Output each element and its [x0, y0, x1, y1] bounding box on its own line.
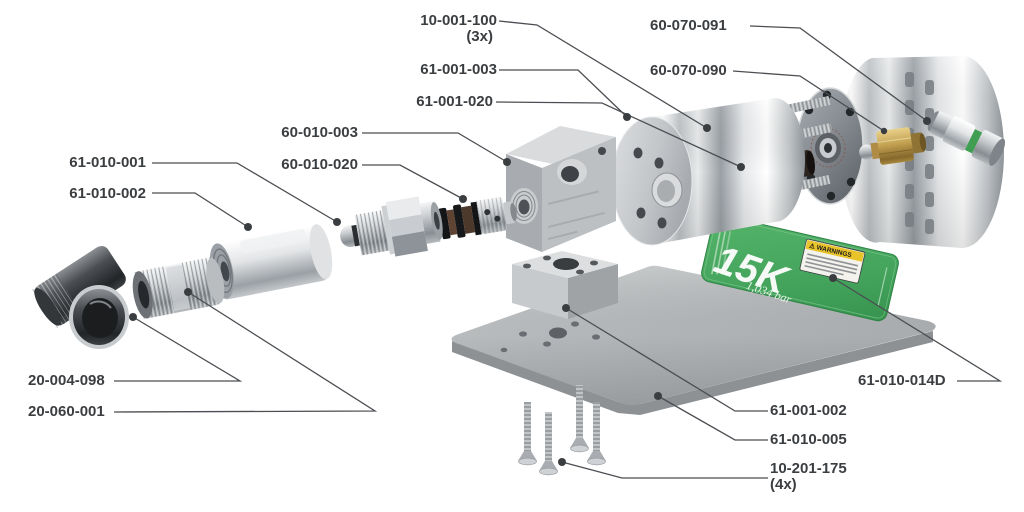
- coupler-sleeve: [209, 224, 333, 300]
- cartridge-valve: [438, 196, 517, 240]
- part-label-61-010-002: 61-010-002: [36, 186, 146, 202]
- relief-valve-fitting: [340, 196, 443, 257]
- part-label-61-010-014D: 61-010-014D: [858, 373, 946, 389]
- part-label-10-201-175: 10-201-175 (4x): [770, 461, 847, 493]
- leader-lines: [113, 20, 1003, 479]
- part-label-61-010-001: 61-010-001: [36, 155, 146, 171]
- part-label-60-070-091: 60-070-091: [650, 18, 727, 34]
- green-seal-band: [964, 129, 983, 154]
- flat-head-screw: [518, 402, 537, 466]
- warning-sticker: ⚠ WARNINGS: [799, 238, 866, 284]
- part-number: 60-010-020: [281, 156, 358, 173]
- part-label-61-010-005: 61-010-005: [770, 432, 847, 448]
- engraved-text-marks: [547, 190, 605, 240]
- part-number: 61-001-003: [420, 61, 497, 78]
- part-label-10-001-100: 10-001-100 (3x): [387, 13, 497, 45]
- part-label-60-010-020: 60-010-020: [248, 157, 358, 173]
- part-label-60-010-003: 60-010-003: [248, 125, 358, 141]
- part-label-61-001-002: 61-001-002: [770, 403, 847, 419]
- front-flange: [781, 87, 864, 205]
- part-label-20-060-001: 20-060-001: [28, 404, 105, 420]
- part-number: 61-010-014D: [858, 372, 946, 389]
- part-number: 61-010-005: [770, 431, 847, 448]
- part-qty: (3x): [466, 28, 493, 45]
- part-label-60-070-090: 60-070-090: [650, 63, 727, 79]
- part-number: 61-010-001: [69, 154, 146, 171]
- part-number: 61-010-002: [69, 185, 146, 202]
- plate-port-hole: [549, 327, 567, 339]
- part-label-61-001-020: 61-001-020: [383, 94, 493, 110]
- part-number: 10-201-175: [770, 460, 847, 477]
- flat-head-screw: [587, 402, 606, 466]
- part-qty: (4x): [770, 476, 797, 493]
- part-number: 20-004-098: [28, 372, 105, 389]
- part-label-61-001-003: 61-001-003: [387, 62, 497, 78]
- flat-head-screw: [570, 385, 589, 453]
- elbow-fitting-90deg: [31, 245, 129, 349]
- swivel-elbow-fitting: [927, 111, 1006, 166]
- part-number: 61-001-020: [416, 93, 493, 110]
- standoff-block: [512, 251, 618, 319]
- part-number: 20-060-001: [28, 403, 105, 420]
- pipe-nipple: [132, 256, 225, 320]
- countersunk-screws: [518, 385, 606, 476]
- part-number: 60-070-091: [650, 17, 727, 34]
- flat-head-screw: [539, 412, 558, 476]
- brass-fitting: [859, 127, 927, 165]
- part-number: 61-001-002: [770, 402, 847, 419]
- adapter-disc: [611, 98, 805, 246]
- part-label-20-004-098: 20-004-098: [28, 373, 105, 389]
- part-number: 60-010-003: [281, 124, 358, 141]
- part-number: 60-070-090: [650, 62, 727, 79]
- leader-dots: [129, 113, 931, 466]
- part-number: 10-001-100: [420, 12, 497, 29]
- valve-block: [506, 126, 616, 252]
